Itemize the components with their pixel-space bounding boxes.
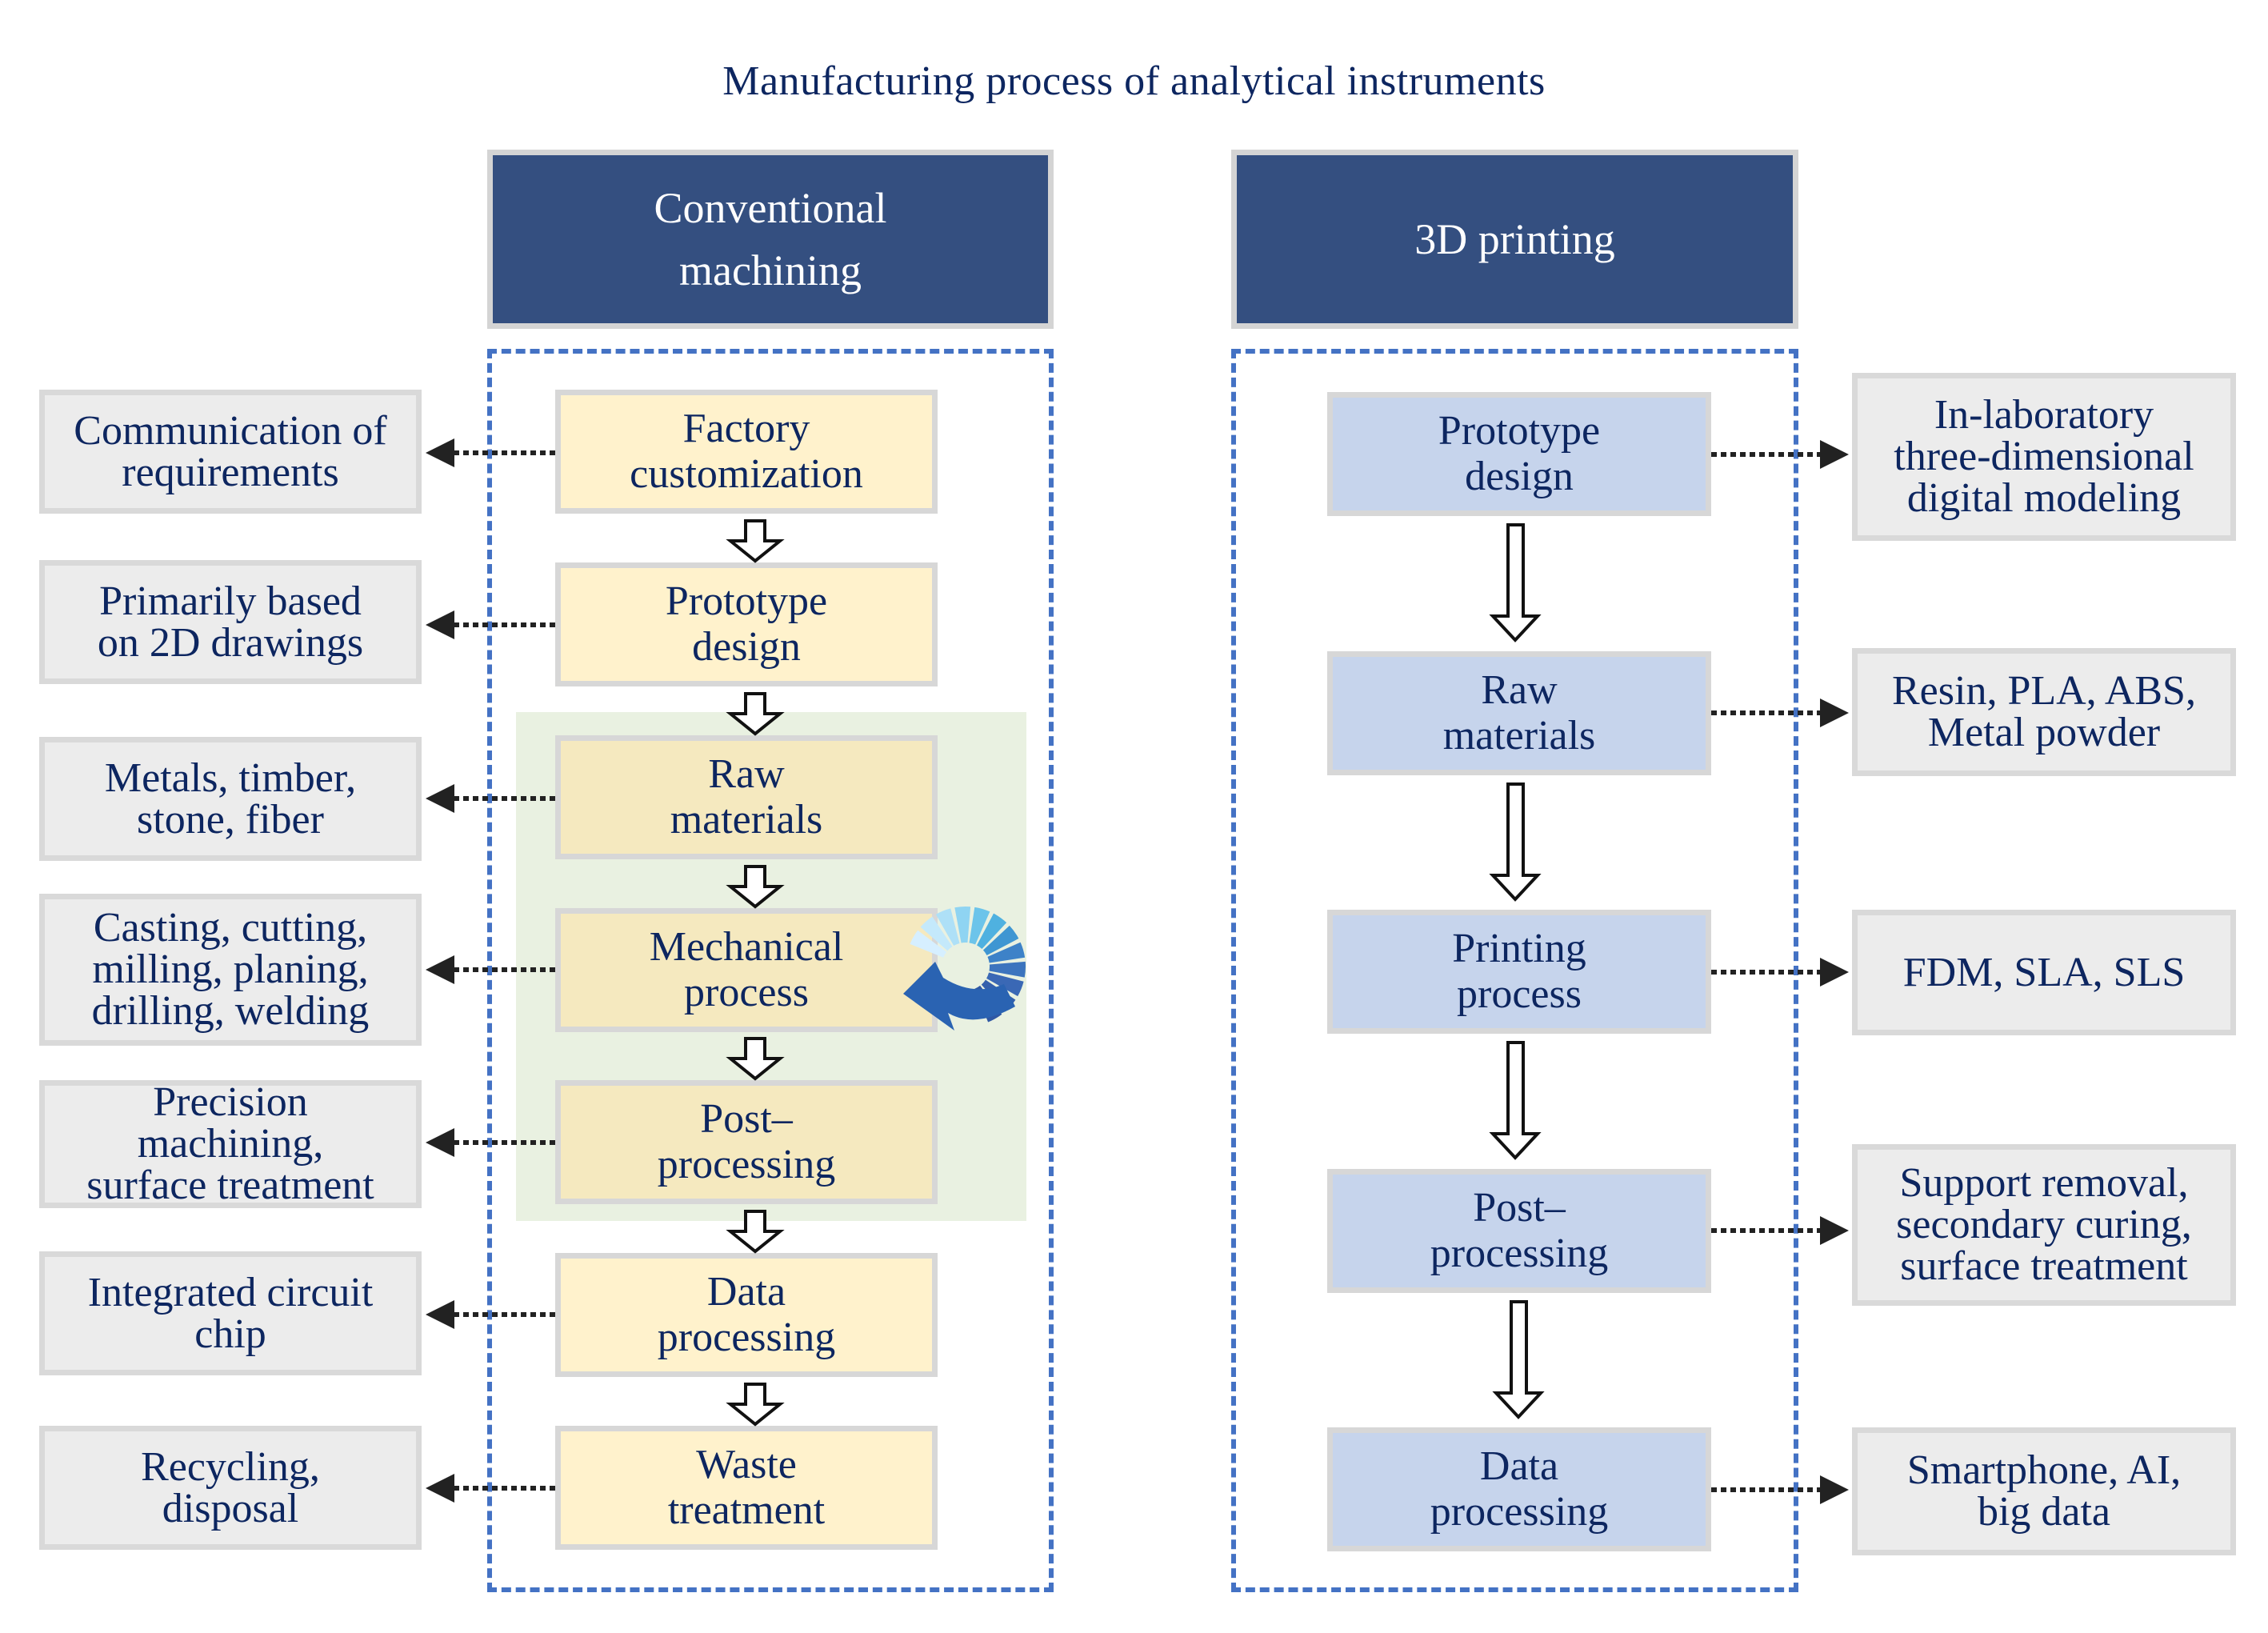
printing-detail-box: Support removal, secondary curing, surfa… <box>1852 1144 2236 1306</box>
conventional-header-label: Conventional machining <box>654 183 887 294</box>
recycle-segment <box>977 913 1007 950</box>
detail-text: Casting, cutting, milling, planing, dril… <box>91 905 370 1034</box>
step-label: Waste treatment <box>667 1442 826 1533</box>
printing-detail-box: FDM, SLA, SLS <box>1852 910 2236 1035</box>
conventional-detail-box: Precision machining, surface treatment <box>39 1080 422 1208</box>
recycle-segment <box>954 907 971 943</box>
step-label: Data processing <box>657 1269 836 1360</box>
detail-text: Primarily based on 2D drawings <box>97 578 364 666</box>
recycle-segment <box>920 916 953 951</box>
step-label: Post– processing <box>1430 1185 1609 1276</box>
printing-detail-box: Resin, PLA, ABS, Metal powder <box>1852 648 2236 776</box>
down-arrow-icon <box>726 1037 785 1081</box>
long-down-arrow-icon <box>1492 1300 1545 1419</box>
detail-text: Recycling, disposal <box>141 1443 320 1531</box>
conventional-detail-box: Recycling, disposal <box>39 1426 422 1550</box>
detail-text: In-laboratory three-dimensional digital … <box>1894 392 2194 521</box>
conventional-detail-box: Metals, timber, stone, fiber <box>39 737 422 861</box>
printing-container <box>1231 349 1798 1592</box>
detail-text: FDM, SLA, SLS <box>1902 949 2186 995</box>
long-down-arrow-icon <box>1489 782 1542 902</box>
long-down-arrow-icon <box>1489 523 1542 642</box>
down-arrow-icon <box>726 692 785 736</box>
detail-text: Communication of requirements <box>74 407 387 495</box>
conventional-step-factory-customization: Factory customization <box>555 390 938 514</box>
down-arrow-icon <box>726 1383 785 1427</box>
step-label: Factory customization <box>630 406 863 497</box>
conventional-step-data-processing: Data processing <box>555 1253 938 1377</box>
printing-step-raw-materials: Raw materials <box>1327 651 1711 775</box>
detail-text: Integrated circuit chip <box>87 1269 374 1357</box>
conventional-step-raw-materials: Raw materials <box>555 735 938 859</box>
conventional-container <box>487 349 1054 1592</box>
conventional-step-mechanical-process: Mechanical process <box>555 908 938 1032</box>
conventional-step-post-processing: Post– processing <box>555 1080 938 1204</box>
step-label: Raw materials <box>670 751 823 843</box>
detail-text: Support removal, secondary curing, surfa… <box>1896 1160 2192 1289</box>
detail-text: Smartphone, AI, big data <box>1906 1447 2182 1535</box>
recycle-segment <box>910 930 947 958</box>
conventional-detail-box: Primarily based on 2D drawings <box>39 560 422 684</box>
detail-text: Precision machining, surface treatment <box>86 1079 374 1208</box>
step-label: Printing process <box>1452 926 1586 1017</box>
step-label: Raw materials <box>1442 667 1596 758</box>
recycle-segment <box>969 907 990 945</box>
detail-text: Metals, timber, stone, fiber <box>104 754 357 843</box>
recycle-segment <box>987 942 1026 963</box>
recycle-segment <box>986 972 1024 997</box>
step-label: Data processing <box>1430 1443 1609 1535</box>
printing-detail-box: In-laboratory three-dimensional digital … <box>1852 373 2236 541</box>
step-label: Mechanical process <box>649 924 844 1015</box>
recycle-arrow-head <box>903 962 1015 1031</box>
step-label: Post– processing <box>657 1096 836 1187</box>
conventional-detail-box: Casting, cutting, milling, planing, dril… <box>39 894 422 1046</box>
printing-step-data-processing: Data processing <box>1327 1427 1711 1551</box>
recycle-loop-icon <box>903 907 1026 1031</box>
step-label: Prototype design <box>1438 408 1601 499</box>
detail-text: Resin, PLA, ABS, Metal powder <box>1892 668 2196 755</box>
conventional-step-waste-treatment: Waste treatment <box>555 1426 938 1550</box>
down-arrow-icon <box>726 519 785 563</box>
conventional-header: Conventional machining <box>487 150 1054 329</box>
printing-step-prototype-design: Prototype design <box>1327 392 1711 516</box>
conventional-detail-box: Communication of requirements <box>39 390 422 514</box>
printing-header-label: 3D printing <box>1414 214 1615 263</box>
recycle-segment <box>935 908 960 946</box>
printing-detail-box: Smartphone, AI, big data <box>1852 1427 2236 1555</box>
down-arrow-icon <box>726 865 785 909</box>
step-label: Prototype design <box>665 578 828 670</box>
printing-step-post-processing: Post– processing <box>1327 1169 1711 1293</box>
long-down-arrow-icon <box>1489 1041 1542 1160</box>
recycle-segment <box>989 961 1026 978</box>
printing-header: 3D printing <box>1231 150 1798 329</box>
recycle-segment <box>982 925 1019 955</box>
conventional-step-prototype-design: Prototype design <box>555 562 938 686</box>
down-arrow-icon <box>726 1210 785 1254</box>
printing-step-printing-process: Printing process <box>1327 910 1711 1034</box>
conventional-detail-box: Integrated circuit chip <box>39 1251 422 1375</box>
diagram-title: Manufacturing process of analytical inst… <box>722 58 1546 104</box>
